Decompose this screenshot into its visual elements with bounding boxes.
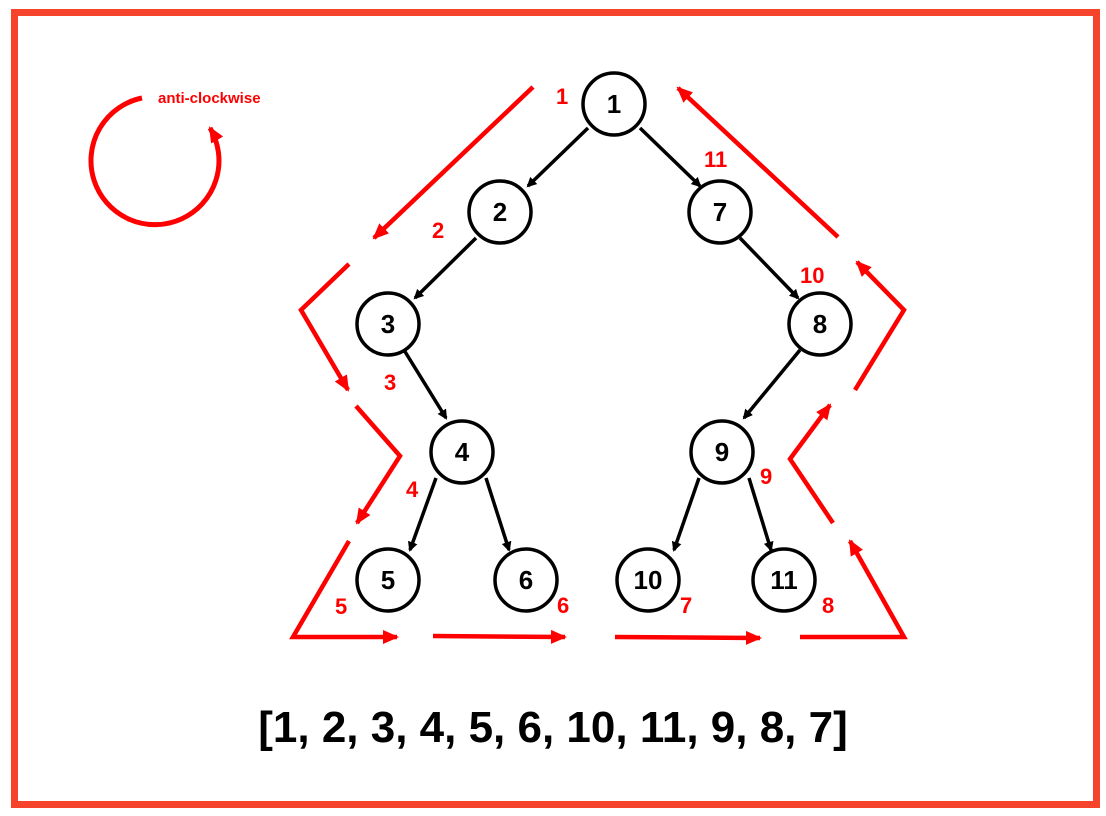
traversal-arrow xyxy=(787,403,835,525)
legend-label: anti-clockwise xyxy=(158,90,261,107)
svg-text:6: 6 xyxy=(519,565,533,595)
edge-2-3 xyxy=(413,236,478,300)
edge-7-8 xyxy=(738,236,800,300)
tree-node: 10 xyxy=(615,547,681,613)
tree-node: 8 xyxy=(787,291,853,357)
edge-8-9 xyxy=(742,348,802,420)
edge-3-4 xyxy=(402,349,448,420)
diagram-frame xyxy=(11,9,1100,808)
step-label: 5 xyxy=(335,594,347,619)
svg-text:9: 9 xyxy=(715,437,729,467)
edge-4-5 xyxy=(408,477,438,552)
svg-text:4: 4 xyxy=(455,437,470,467)
tree-edges xyxy=(402,126,802,552)
tree-node: 7 xyxy=(687,179,753,245)
tree-node: 9 xyxy=(689,419,755,485)
svg-text:1: 1 xyxy=(607,89,621,119)
tree-node: 11 xyxy=(751,547,817,613)
traversal-result: [1, 2, 3, 4, 5, 6, 10, 11, 9, 8, 7] xyxy=(258,703,848,752)
traversal-arrow xyxy=(354,404,403,525)
step-label: 6 xyxy=(557,593,569,618)
traversal-arrow xyxy=(614,630,762,645)
step-label: 2 xyxy=(432,218,444,243)
traversal-arrow xyxy=(432,629,567,644)
svg-text:8: 8 xyxy=(813,309,827,339)
tree-node: 5 xyxy=(355,547,421,613)
svg-text:10: 10 xyxy=(634,565,663,595)
svg-text:2: 2 xyxy=(493,197,507,227)
tree-node: 6 xyxy=(493,547,559,613)
tree-node: 4 xyxy=(429,419,495,485)
tree-node: 1 xyxy=(581,71,647,137)
edge-4-6 xyxy=(484,477,512,552)
edge-1-7 xyxy=(638,126,702,188)
tree-node: 2 xyxy=(467,179,533,245)
traversal-arrow xyxy=(676,86,840,239)
svg-text:5: 5 xyxy=(381,565,395,595)
step-label: 3 xyxy=(384,370,396,395)
traversal-arrow xyxy=(853,260,907,392)
traversal-arrow xyxy=(298,262,351,392)
step-label: 4 xyxy=(406,477,419,502)
svg-text:7: 7 xyxy=(713,197,727,227)
step-label: 9 xyxy=(760,464,772,489)
tree-node: 3 xyxy=(355,291,421,357)
edge-9-10 xyxy=(671,477,701,552)
step-label: 10 xyxy=(800,263,824,288)
step-label: 1 xyxy=(556,84,568,109)
traversal-arrow xyxy=(372,85,535,240)
step-label: 7 xyxy=(680,593,692,618)
traversal-arrow xyxy=(289,539,399,644)
svg-text:11: 11 xyxy=(770,565,798,595)
step-label: 8 xyxy=(822,593,834,618)
edge-9-11 xyxy=(747,477,774,552)
anti-clockwise-icon xyxy=(88,95,224,228)
edge-1-2 xyxy=(526,126,590,188)
step-label: 11 xyxy=(704,147,727,172)
traversal-arrow xyxy=(800,539,908,640)
svg-text:3: 3 xyxy=(381,309,395,339)
